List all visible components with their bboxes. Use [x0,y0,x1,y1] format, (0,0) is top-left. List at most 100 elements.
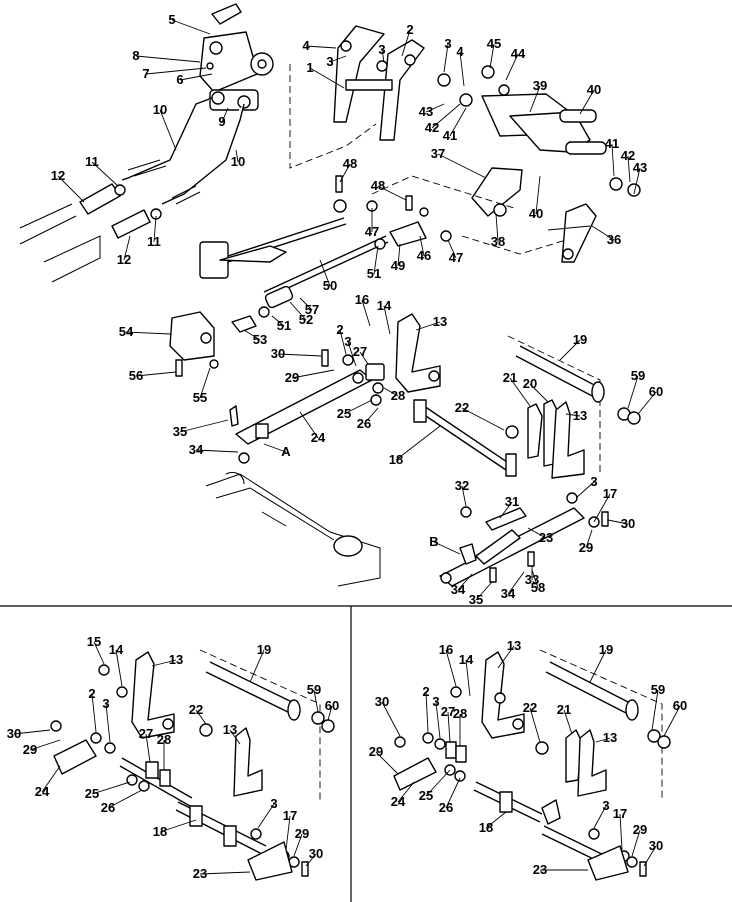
leader-line [199,367,211,399]
callout-label-23: 23 [193,866,207,881]
leader-line [435,701,441,739]
callout-label-35: 35 [173,424,187,439]
leader-line [305,45,337,49]
leader-line [633,167,641,195]
leader-line [383,387,399,397]
callout-label-13: 13 [507,638,521,653]
callout-label-39: 39 [533,78,547,93]
callout-label-28: 28 [453,706,467,721]
leader-line [123,235,131,261]
callout-label-58: 58 [531,580,545,595]
callout-label-12: 12 [117,252,131,267]
leader-line [651,689,659,731]
leader-line [563,709,573,735]
leader-line [305,853,317,867]
callout-label-41: 41 [605,136,619,151]
callout-label-30: 30 [649,838,663,853]
leader-line [445,777,461,809]
callout-label-10: 10 [231,154,245,169]
callout-label-5: 5 [168,12,175,27]
leader-line [443,43,449,73]
leader-line [489,43,495,69]
callout-label-3: 3 [102,696,109,711]
leader-line [383,305,391,335]
main-lift-arm [229,313,441,464]
leader-line [589,649,607,683]
callout-label-3: 3 [344,334,351,349]
leader-line [627,155,631,183]
callout-label-29: 29 [295,826,309,841]
callout-label-28: 28 [391,388,405,403]
leader-line [373,245,379,275]
callout-label-44: 44 [511,46,526,61]
callout-label-17: 17 [613,806,627,821]
callout-label-22: 22 [523,700,537,715]
leader-line [309,67,345,89]
leader-line [529,707,541,743]
callout-label-24: 24 [311,430,326,445]
callout-label-59: 59 [631,368,645,383]
leader-line [381,701,401,737]
leader-line [159,819,197,833]
leader-line [499,501,513,519]
callout-label-59: 59 [651,682,665,697]
callout-label-27: 27 [353,344,367,359]
leader-line [437,153,487,179]
leader-line [249,649,265,683]
callout-label-26: 26 [357,416,371,431]
callout-label-49: 49 [391,258,405,273]
leader-line [271,315,285,327]
callout-label-17: 17 [283,808,297,823]
callout-label-14: 14 [109,642,124,657]
callout-label-35: 35 [469,592,483,607]
callout-label-48: 48 [343,156,357,171]
leader-line [425,103,445,113]
leader-line [459,51,465,87]
callout-label-27: 27 [139,726,153,741]
callout-label-9: 9 [218,114,225,129]
frame-outline [205,471,381,587]
leader-line [145,733,151,763]
leader-line [13,729,51,735]
leader-line [397,243,401,267]
callout-label-34: 34 [189,442,204,457]
callout-label-14: 14 [377,298,392,313]
callout-label-30: 30 [621,516,635,531]
leader-line [627,375,639,409]
leader-line [415,321,441,331]
callout-label-43: 43 [633,160,647,175]
leader-line [449,107,467,137]
callout-label-2: 2 [336,322,343,337]
callout-label-29: 29 [633,822,647,837]
callout-label-2: 2 [422,684,429,699]
leader-line [179,73,213,81]
callout-label-3: 3 [378,42,385,57]
callout-label-13: 13 [603,730,617,745]
callout-label-60: 60 [673,698,687,713]
callout-label-54: 54 [119,324,134,339]
callout-label-B: B [429,534,438,549]
leader-line [363,407,379,425]
view-dividers [0,605,732,902]
callout-label-60: 60 [325,698,339,713]
leader-line [631,829,641,857]
leader-line [105,703,111,743]
leader-line [419,235,425,257]
leader-line [199,871,251,875]
upper-right-bracket [437,65,641,197]
callout-label-36: 36 [607,232,621,247]
leader-line [485,811,507,829]
leader-line [57,175,85,203]
leader-line [257,803,275,829]
leader-line [221,107,229,123]
leader-line [643,845,657,867]
callout-label-A: A [281,444,291,459]
right-lift-arms [505,335,641,479]
callout-label-51: 51 [367,266,381,281]
leader-line [125,331,171,335]
leader-line [299,297,313,311]
callout-label-53: 53 [253,332,267,347]
callout-label-38: 38 [491,234,505,249]
